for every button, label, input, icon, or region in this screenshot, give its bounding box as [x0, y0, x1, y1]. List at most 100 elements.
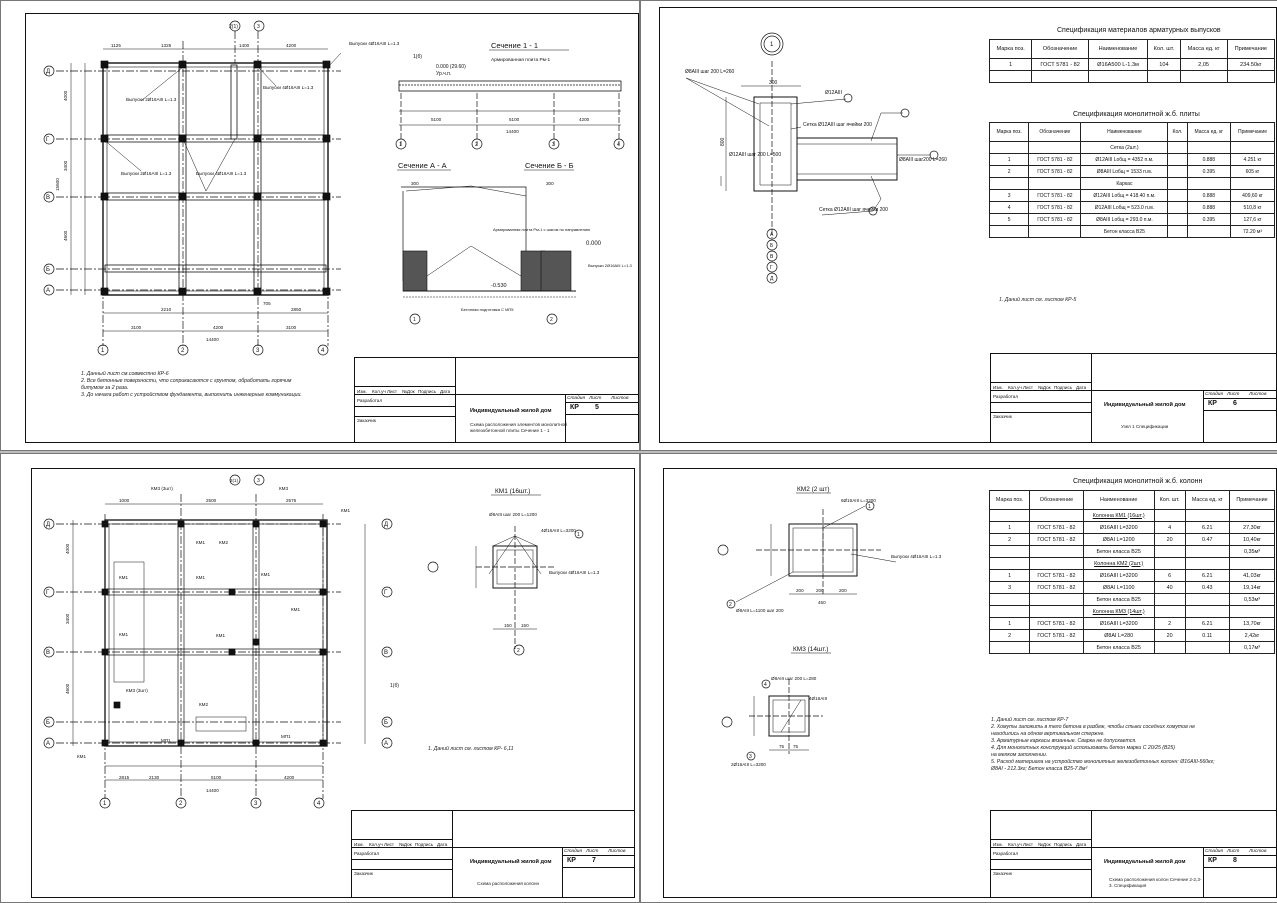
- km2-mark: 1: [868, 504, 871, 510]
- sheet-7: Д Г В Б А Д Г В Б А 1 2 3 4 2(1) 3 КМ3 (…: [0, 453, 640, 903]
- sheet7-axis-g-r: Г: [384, 590, 388, 596]
- km1-dim: 150: [504, 623, 512, 628]
- sheet6-note: 1. Даний лист см. листом КР-5: [999, 297, 1077, 303]
- sheet-5-frame: [25, 13, 639, 443]
- stamp-sheet: 5: [595, 404, 599, 411]
- sheet-7-drawing: Д Г В Б А Д Г В Б А 1 2 3 4 2(1) 3 КМ3 (…: [43, 474, 600, 809]
- node-axis: А: [770, 232, 774, 238]
- km3-mark: 4: [764, 682, 767, 688]
- node-label: Ø12АIII: [825, 90, 842, 96]
- km-label: КМ1: [119, 632, 129, 637]
- sheet7-axis-v: В: [46, 650, 50, 656]
- node-axis: Д: [770, 276, 774, 282]
- sheet-5-drawing: Д Г В Б А 1 2 3 4 2(1) 3 3100 4200 3100 …: [43, 20, 633, 356]
- sheet7-axis-v-r: В: [384, 650, 388, 656]
- km3-label: 2Ø16АIII L=3200: [731, 762, 766, 767]
- sheet5-label: Выпуски 4Ø16АIII L=1.3: [349, 41, 400, 46]
- node-dim: 300: [769, 80, 778, 86]
- sheet7-dim: 2576: [286, 498, 297, 503]
- sheet7-axis-a: А: [46, 741, 50, 747]
- section-1-1-dim: 4200: [579, 117, 590, 122]
- km-label: КМ3 (3шт): [126, 688, 148, 693]
- section-1-1-axis: 4: [617, 142, 620, 148]
- sheet7-dim: 2130: [149, 775, 160, 780]
- node-label: Сетка Ø12АIII шаг ячейки 200: [819, 206, 888, 213]
- sheet7-section-mark: 1(б): [390, 683, 399, 689]
- stamp-role: Разработал: [357, 398, 383, 403]
- spec2-concrete: Бетон класса В25: [1080, 225, 1169, 238]
- sheet7-dim: 1000: [119, 498, 130, 503]
- sheet5-dim: 4200: [213, 325, 224, 330]
- sheet5-dim: 705: [263, 301, 271, 306]
- spec1-h: Наименование: [1087, 39, 1149, 59]
- sheet7-axis-2: 2: [179, 801, 183, 807]
- node-label: Ø12АIII шаг 200 L=500: [729, 152, 781, 158]
- section-a-a-bottom: Бетонная подготовка С МП5: [461, 307, 514, 312]
- sheet5-axis-2: 2: [181, 348, 185, 354]
- sheet7-axis-d-r: Д: [384, 522, 388, 528]
- section-axis-2: 2: [550, 317, 553, 323]
- section-a-a-dim: 300: [411, 181, 419, 186]
- sheet5-title-block: Изм. Кол.уч Лист №Док Подпись Дата Разра…: [354, 357, 639, 443]
- km2-dim: 450: [818, 600, 826, 605]
- sheet5-axis-d: Д: [46, 69, 50, 75]
- sheet5-dim: 4600: [63, 230, 68, 241]
- stamp-desc: Узел 1 Спецификации: [1121, 424, 1169, 429]
- stamp-project: Индивидуальный жилой дом: [1104, 859, 1186, 865]
- section-a-a-level: -0.530: [491, 283, 507, 289]
- stamp-sheets-h: Листов: [611, 396, 629, 401]
- stamp-h: Лист: [387, 389, 397, 394]
- km-label: КМ2: [199, 702, 209, 707]
- km3-title: КМ3 (14шт.): [793, 646, 828, 653]
- sheet7-dim: 14400: [206, 788, 219, 793]
- section-a-a-title: Сечение А - А: [398, 161, 447, 170]
- sheet7-axis-d: Д: [46, 522, 50, 528]
- stamp-project: Индивидуальный жилой дом: [470, 408, 552, 414]
- sheet8-notes: 1. Даний лист см. листом КР-7 2. Хомуты …: [991, 717, 1215, 772]
- sheet5-dim: 3100: [131, 325, 142, 330]
- sheet5-dim: 3100: [286, 325, 297, 330]
- spec1-h: Кол. шт.: [1147, 39, 1181, 59]
- sheet5-dim: 1125: [111, 43, 121, 48]
- sheet7-dim: 4200: [284, 775, 295, 780]
- km-label: МП1: [161, 738, 171, 743]
- km-label: КМ1: [196, 540, 206, 545]
- section-1-1-axis: 3: [552, 142, 555, 148]
- sheet5-axis-top-3: 3: [257, 24, 260, 30]
- km1-label: 4Ø16АIII L=3200: [541, 528, 576, 533]
- sheet7-axis-1: 1: [103, 801, 107, 807]
- section-b-b-level: 0.000: [586, 241, 602, 247]
- sheet7-dim: 5100: [211, 775, 222, 780]
- section-1-1-label: Армированная плита Рм-1: [491, 57, 551, 63]
- section-1-1-ref: Ур.ч.п.: [436, 71, 451, 77]
- sheet5-axis-g: Г: [46, 137, 50, 143]
- stamp-grid: [355, 358, 456, 442]
- km2-dim: 200: [816, 588, 824, 593]
- section-1-1-dim: 14400: [506, 129, 519, 134]
- km-label: КМ1: [341, 508, 351, 513]
- sheet5-axis-a: А: [46, 288, 50, 294]
- km2-dim: 200: [796, 588, 804, 593]
- km-label: КМ1: [291, 607, 301, 612]
- node-label: Ø8АIII шаг200 L=260: [899, 157, 947, 163]
- stamp-sheet-h: Лист: [589, 396, 602, 401]
- section-a-a-label: Армированная плита Рм-1 с шагом по напра…: [493, 227, 590, 232]
- section-1-1-axis: 1: [399, 142, 402, 148]
- stamp-desc: Схема расположения колонн: [477, 881, 540, 886]
- sheet6-title-block: Изм. Кол.уч Лист №Док Подпись Дата Разра…: [990, 353, 1277, 443]
- sheet5-dim: 1400: [239, 43, 250, 48]
- sheet5-label: Выпуски 4Ø16АIII L=1.3: [263, 85, 314, 90]
- spec1-h: Примечание: [1226, 39, 1276, 59]
- sheet5-dim: 15600: [55, 178, 60, 191]
- sheet5-label: Выпуски 2Ø16АIII L=1.3: [121, 171, 172, 176]
- stamp-project: Индивидуальный жилой дом: [1104, 402, 1186, 408]
- sheet-7-frame: [31, 468, 635, 898]
- sheet7-dim: 4000: [65, 543, 70, 554]
